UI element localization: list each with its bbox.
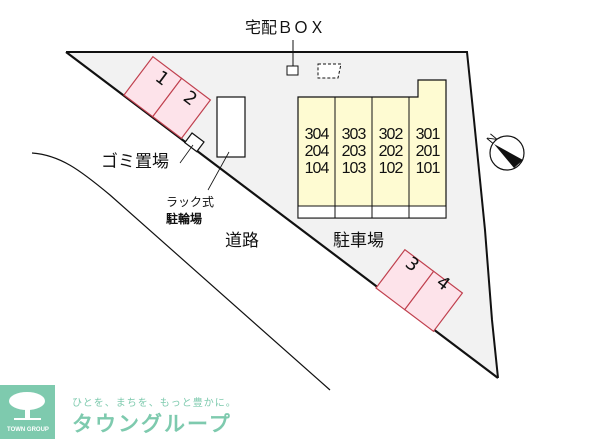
delivery-box [286, 65, 299, 76]
room-number: 304 [304, 126, 330, 143]
dashed-area [317, 63, 342, 79]
parking-spaces-1-2 [123, 55, 212, 140]
room-number: 101 [415, 160, 441, 177]
parking-spaces-3-4 [375, 248, 464, 333]
room-number: 202 [378, 143, 404, 160]
room-number: 203 [341, 143, 367, 160]
garbage-leader [179, 144, 194, 164]
garbage-area [183, 132, 205, 153]
brand-name: タウングループ [72, 412, 232, 436]
brand-tagline: ひとを、まちを、もっと豊かに。 [72, 398, 237, 409]
logo-caption: TOWN GROUP [7, 427, 49, 433]
unit-column-4: 301 201 101 [409, 97, 446, 209]
bike-rack-leader [207, 151, 230, 191]
site-boundary [66, 51, 499, 379]
room-number: 103 [341, 160, 367, 177]
room-number: 204 [304, 143, 330, 160]
room-number: 301 [415, 126, 441, 143]
road-edge-lower [31, 152, 331, 391]
tree-icon [9, 392, 45, 420]
town-group-logo [0, 385, 55, 439]
bike-rack [216, 96, 246, 158]
road-label: 道路 [225, 231, 259, 251]
bike-rack-label-line1: ラック式 [166, 195, 215, 209]
room-number: 302 [378, 126, 404, 143]
room-number: 104 [304, 160, 330, 177]
unit-column-2: 303 203 103 [335, 97, 372, 209]
unit-column-1: 304 204 104 [298, 97, 335, 209]
garbage-label: ゴミ置場 [101, 152, 169, 172]
room-number: 303 [341, 126, 367, 143]
room-number: 201 [415, 143, 441, 160]
delivery-box-label: 宅配ＢＯＸ [245, 18, 326, 37]
bike-rack-label-line2: 駐輪場 [166, 212, 203, 226]
room-number: 102 [378, 160, 404, 177]
north-arrow-icon: N [484, 131, 525, 171]
parking-label: 駐車場 [333, 231, 384, 251]
unit-column-3: 302 202 102 [372, 97, 409, 209]
